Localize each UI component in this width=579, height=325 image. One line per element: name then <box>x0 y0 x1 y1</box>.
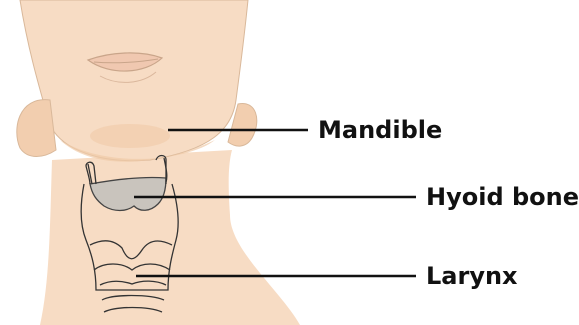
mandible-label: Mandible <box>318 118 442 142</box>
left-ear <box>17 100 56 157</box>
larynx-label: Larynx <box>426 264 518 288</box>
neck-shape <box>40 150 300 325</box>
chin-shadow <box>90 124 170 148</box>
hyoid-bone-label: Hyoid bone <box>426 185 579 209</box>
